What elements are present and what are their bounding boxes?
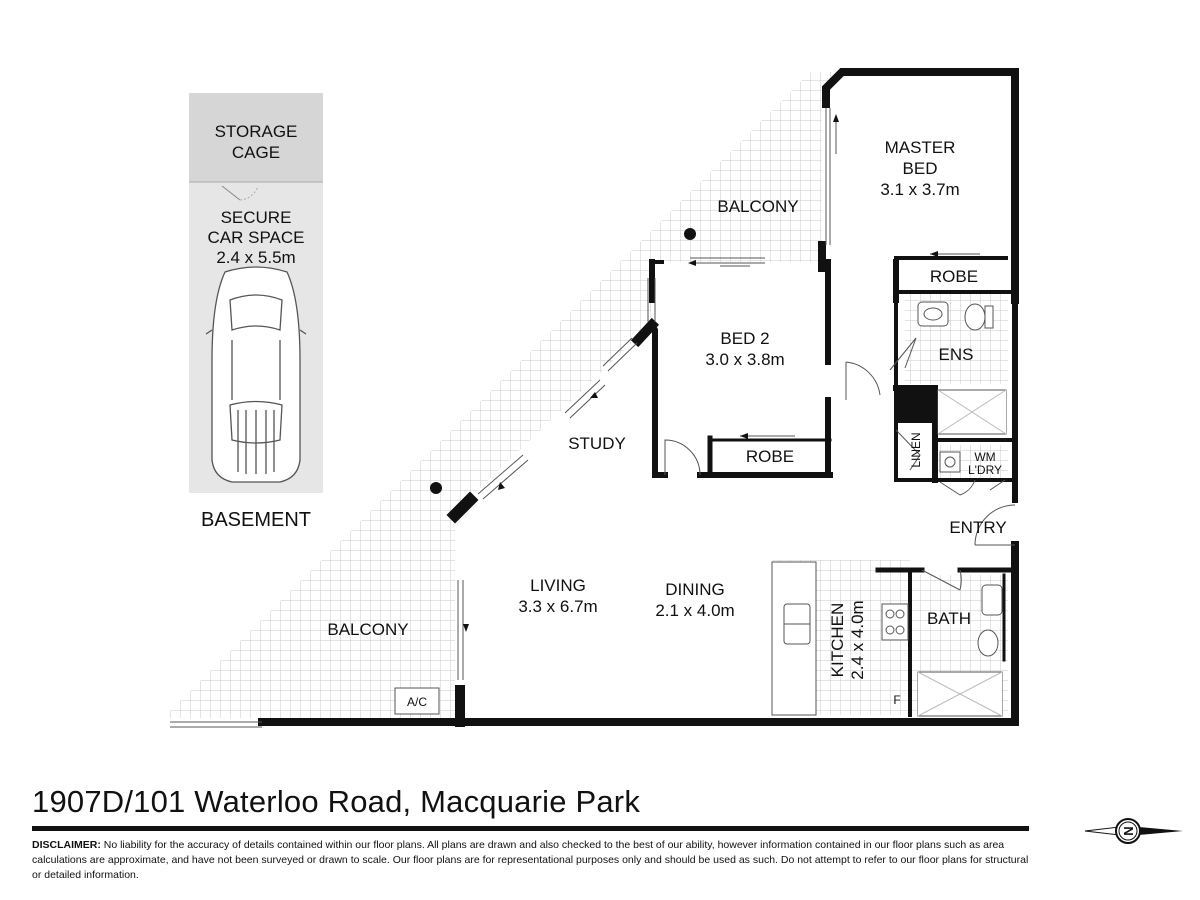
bath-basin-icon	[981, 584, 1003, 616]
wm-label: WM	[974, 450, 995, 464]
dining-dimensions: 2.1 x 4.0m	[655, 601, 734, 620]
walls	[258, 68, 1019, 727]
robe-bed2-label: ROBE	[746, 447, 794, 466]
car-space-label-2: CAR SPACE	[208, 228, 305, 247]
balcony-top-label: BALCONY	[717, 197, 798, 216]
storage-cage-label-2: CAGE	[232, 143, 280, 162]
study-label: STUDY	[568, 434, 626, 453]
storage-cage-area	[189, 93, 323, 182]
master-bed-label-2: BED	[903, 159, 938, 178]
property-address: 1907D/101 Waterloo Road, Macquarie Park	[32, 784, 641, 819]
balcony-bottom-label: BALCONY	[327, 620, 408, 639]
north-compass-icon: N	[1084, 818, 1183, 844]
entry-label: ENTRY	[949, 518, 1006, 537]
basement-parking: STORAGE CAGE SECURE CAR SPACE 2.4 x 5.5m…	[189, 93, 323, 531]
ens-label: ENS	[939, 345, 974, 364]
slide-arrows	[463, 114, 938, 632]
disclaimer-text: No liability for the accuracy of details…	[32, 839, 1029, 881]
robe-master-label: ROBE	[930, 267, 978, 286]
north-label: N	[1121, 826, 1136, 835]
basement-label: BASEMENT	[201, 509, 311, 531]
cooktop-icon	[881, 603, 909, 641]
bath-toilet-icon	[977, 629, 999, 657]
ac-label: A/C	[407, 695, 427, 709]
bath-label: BATH	[927, 609, 971, 628]
column-bottom	[430, 482, 442, 494]
ensuite-toilet-icon	[964, 303, 986, 331]
kitchen-label: KITCHEN	[828, 603, 847, 678]
divider	[32, 826, 1029, 831]
car-space-label-1: SECURE	[221, 208, 292, 227]
bed2-label: BED 2	[720, 329, 769, 348]
fridge-label: F	[893, 693, 900, 707]
room-labels: MASTER BED 3.1 x 3.7m BALCONY ROBE ENS B…	[327, 138, 1006, 709]
living-dimensions: 3.3 x 6.7m	[518, 597, 597, 616]
windows	[170, 108, 980, 728]
master-bed-dimensions: 3.1 x 3.7m	[880, 180, 959, 199]
balcony-tiles	[163, 72, 842, 718]
column-top	[684, 228, 696, 240]
laundry-label: L'DRY	[968, 463, 1002, 477]
living-label: LIVING	[530, 576, 586, 595]
linen-label: LINEN	[909, 432, 923, 467]
door-swings	[664, 337, 1016, 591]
dining-label: DINING	[665, 580, 725, 599]
storage-cage-label-1: STORAGE	[215, 122, 298, 141]
bed2-dimensions: 3.0 x 3.8m	[705, 350, 784, 369]
master-bed-label-1: MASTER	[885, 138, 956, 157]
car-space-dimensions: 2.4 x 5.5m	[216, 248, 295, 267]
kitchen-dimensions: 2.4 x 4.0m	[848, 600, 867, 679]
ac-unit	[394, 687, 440, 715]
service-duct	[896, 385, 934, 423]
car-icon	[205, 266, 307, 483]
disclaimer-label: DISCLAIMER:	[32, 839, 101, 851]
disclaimer: DISCLAIMER: No liability for the accurac…	[32, 838, 1032, 883]
fixtures	[394, 228, 1007, 717]
